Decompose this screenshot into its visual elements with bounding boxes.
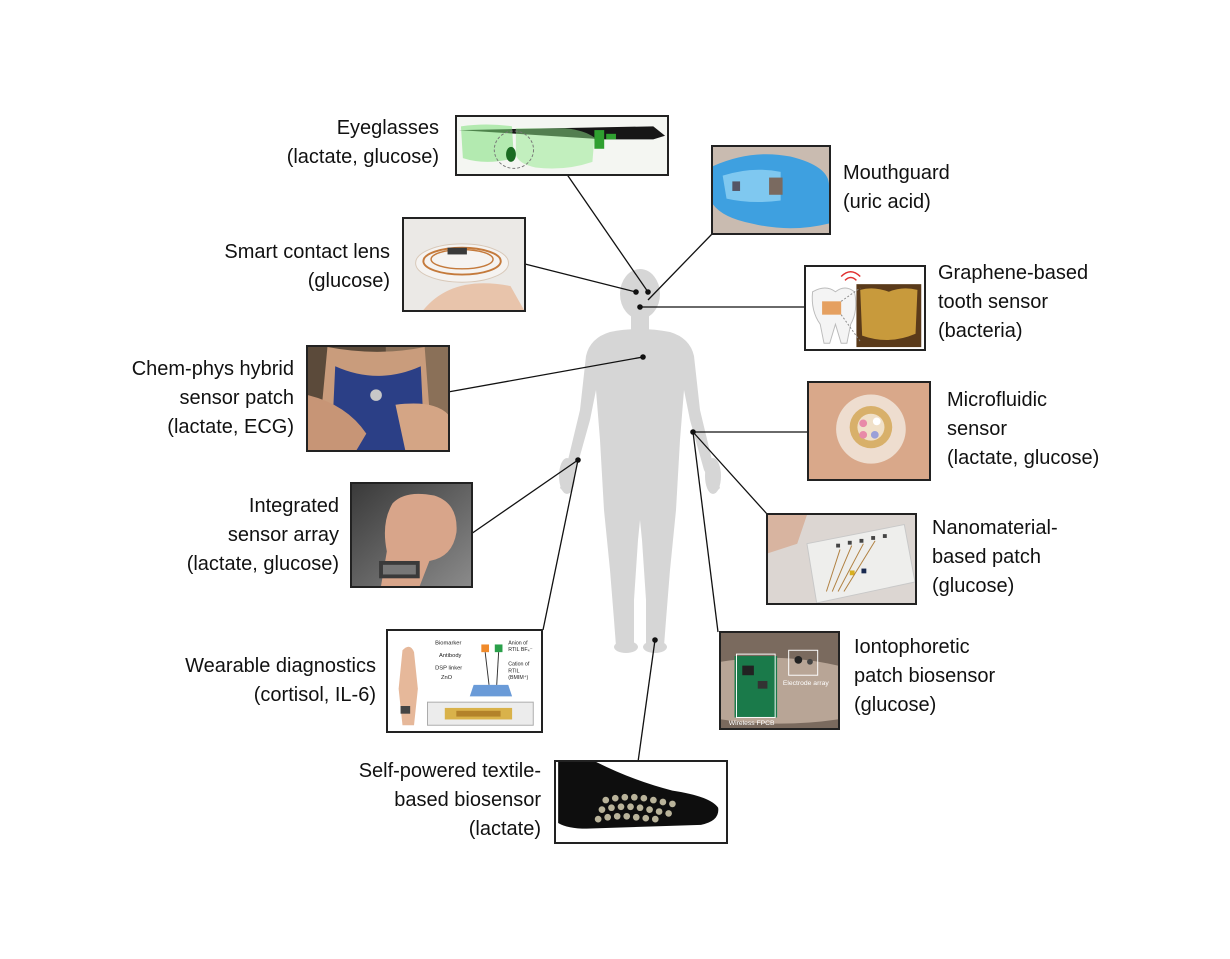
svg-text:Biomarker: Biomarker [435, 640, 461, 646]
human-silhouette [559, 269, 721, 653]
svg-text:DSP linker: DSP linker [435, 665, 462, 671]
photo-textile [554, 760, 728, 844]
svg-text:RTIL BF₄⁻: RTIL BF₄⁻ [508, 647, 532, 653]
svg-text:Cation of: Cation of [508, 662, 530, 668]
label-contact-lens: Smart contact lens(glucose) [224, 241, 390, 292]
line-integrated [470, 459, 579, 535]
svg-text:Antibody: Antibody [439, 653, 462, 659]
photo-contact-lens [402, 217, 526, 312]
photo-microfluidic [807, 381, 931, 481]
line-mouthguard [647, 233, 713, 301]
line-wearable-diagnostics [542, 459, 579, 631]
svg-text:Wireless FPCB: Wireless FPCB [729, 720, 775, 727]
svg-text:Electrode array: Electrode array [783, 680, 829, 687]
photo-wearable-diagnostics: Biomarker Antibody DSP linker ZnO Anion … [386, 629, 543, 733]
label-textile: Self-powered textile-based biosensor(lac… [358, 760, 541, 840]
label-eyeglasses: Eyeglasses(lactate, glucose) [286, 117, 439, 168]
photo-chem-phys [306, 345, 450, 452]
photo-nanomaterial [766, 513, 917, 605]
photo-tooth-sensor [804, 265, 926, 351]
photo-iontophoretic: Electrode array Wireless FPCB [719, 631, 840, 730]
label-wearable-diagnostics: Wearable diagnostics(cortisol, IL-6) [185, 655, 376, 706]
line-textile [637, 639, 656, 763]
photo-mouthguard [711, 145, 831, 235]
svg-text:RTIL: RTIL [508, 668, 519, 674]
line-nanomaterial [692, 431, 768, 515]
photo-eyeglasses [455, 115, 669, 176]
svg-text:Anion of: Anion of [508, 640, 528, 646]
connector-lines [447, 172, 808, 763]
label-nanomaterial: Nanomaterial-based patch(glucose) [932, 517, 1058, 597]
line-eyeglasses [565, 172, 649, 293]
svg-text:(BMIM⁺): (BMIM⁺) [508, 675, 528, 681]
line-contact-lens [524, 263, 637, 293]
svg-text:ZnO: ZnO [441, 675, 453, 681]
connector-dots [575, 289, 696, 643]
label-mouthguard: Mouthguard(uric acid) [843, 162, 950, 213]
line-iontophoretic [692, 431, 719, 633]
line-chem-phys [447, 356, 644, 393]
photo-integrated-array [350, 482, 473, 588]
